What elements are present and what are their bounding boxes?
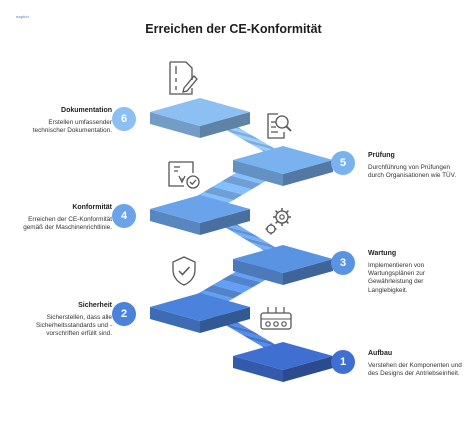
step-label-2: Sicherheit Sicherstellen, dass alle Sich… (16, 302, 112, 339)
stair-tread-3-3 (240, 236, 280, 250)
stair-tread-5-4 (231, 132, 271, 146)
landing-side-right-4 (200, 209, 250, 235)
stair-tread-1-4 (231, 328, 271, 342)
stair-tread-5-3 (240, 138, 280, 152)
step-description-5: Durchführung von Prüfungen durch Organis… (368, 164, 457, 180)
step-description-3: Implementieren von Wartungsplänen zur Ge… (368, 262, 425, 294)
step-heading-5: Prüfung (368, 152, 395, 159)
landing-side-left-2 (150, 307, 200, 333)
step-label-3: Wartung Implementieren von Wartungspläne… (368, 250, 464, 295)
step-heading-4: Konformität (72, 204, 112, 211)
stair-tread-4-3 (203, 186, 243, 201)
shield-check-icon (172, 256, 196, 286)
landing-side-right-3 (283, 259, 333, 285)
controller-icon (260, 307, 292, 330)
brand-logo: napkin (16, 14, 29, 19)
step-heading-3: Wartung (368, 250, 397, 257)
landing-side-right-6 (200, 112, 250, 138)
step-badge-3: 3 (331, 251, 355, 275)
stair-tread-3-5 (221, 225, 262, 239)
step-description-6: Erstellen umfassender technischer Dokume… (32, 119, 112, 135)
step-heading-2: Sicherheit (78, 302, 112, 309)
stair-tread-2-5 (221, 274, 262, 288)
step-heading-1: Aufbau (368, 350, 393, 357)
step-heading-6: Dokumentation (61, 107, 112, 114)
landing-6 (150, 98, 250, 126)
document-edit-icon (169, 61, 198, 95)
landing-4 (150, 195, 250, 223)
step-description-2: Sicherstellen, dass alle Sicherheitsstan… (35, 314, 112, 338)
landing-3 (233, 245, 333, 273)
landing-side-right-1 (283, 356, 333, 382)
landing-side-right-2 (200, 307, 250, 333)
step-label-4: Konformität Erreichen der CE-Konformität… (16, 204, 112, 232)
stair-tread-3-4 (231, 230, 271, 245)
gears-icon (265, 208, 291, 235)
landing-side-left-3 (233, 259, 283, 285)
step-label-5: Prüfung Durchführung von Prüfungen durch… (368, 152, 464, 180)
step-badge-4: 4 (112, 204, 136, 228)
landing-side-left-6 (150, 112, 200, 138)
step-label-1: Aufbau Verstehen der Komponenten und des… (368, 350, 464, 378)
stair-tread-2-3 (203, 285, 243, 299)
step-badge-2: 2 (112, 302, 136, 326)
landing-side-left-4 (150, 209, 200, 235)
stair-tread-1-3 (240, 333, 280, 348)
landing-side-left-1 (233, 356, 283, 382)
landing-side-left-5 (233, 160, 283, 186)
landing-5 (233, 146, 333, 174)
inspection-icon (267, 113, 292, 139)
stair-tread-4-4 (212, 181, 252, 195)
landing-side-right-5 (283, 160, 333, 186)
stair-tread-2-4 (212, 279, 252, 293)
step-description-1: Verstehen der Komponenten und des Design… (368, 362, 462, 378)
landing-1 (233, 342, 333, 370)
landing-2 (150, 293, 250, 321)
step-label-6: Dokumentation Erstellen umfassender tech… (16, 107, 112, 135)
certificate-icon (168, 161, 200, 189)
stair-tread-4-5 (221, 175, 262, 190)
stair-tread-1-5 (221, 322, 262, 337)
step-badge-6: 6 (112, 107, 136, 131)
step-description-4: Erreichen der CE-Konformität gemäß der M… (23, 216, 112, 232)
stair-tread-5-5 (221, 127, 262, 141)
step-badge-5: 5 (331, 151, 355, 175)
step-badge-1: 1 (331, 350, 355, 374)
page-title: Erreichen der CE-Konformität (145, 22, 322, 36)
